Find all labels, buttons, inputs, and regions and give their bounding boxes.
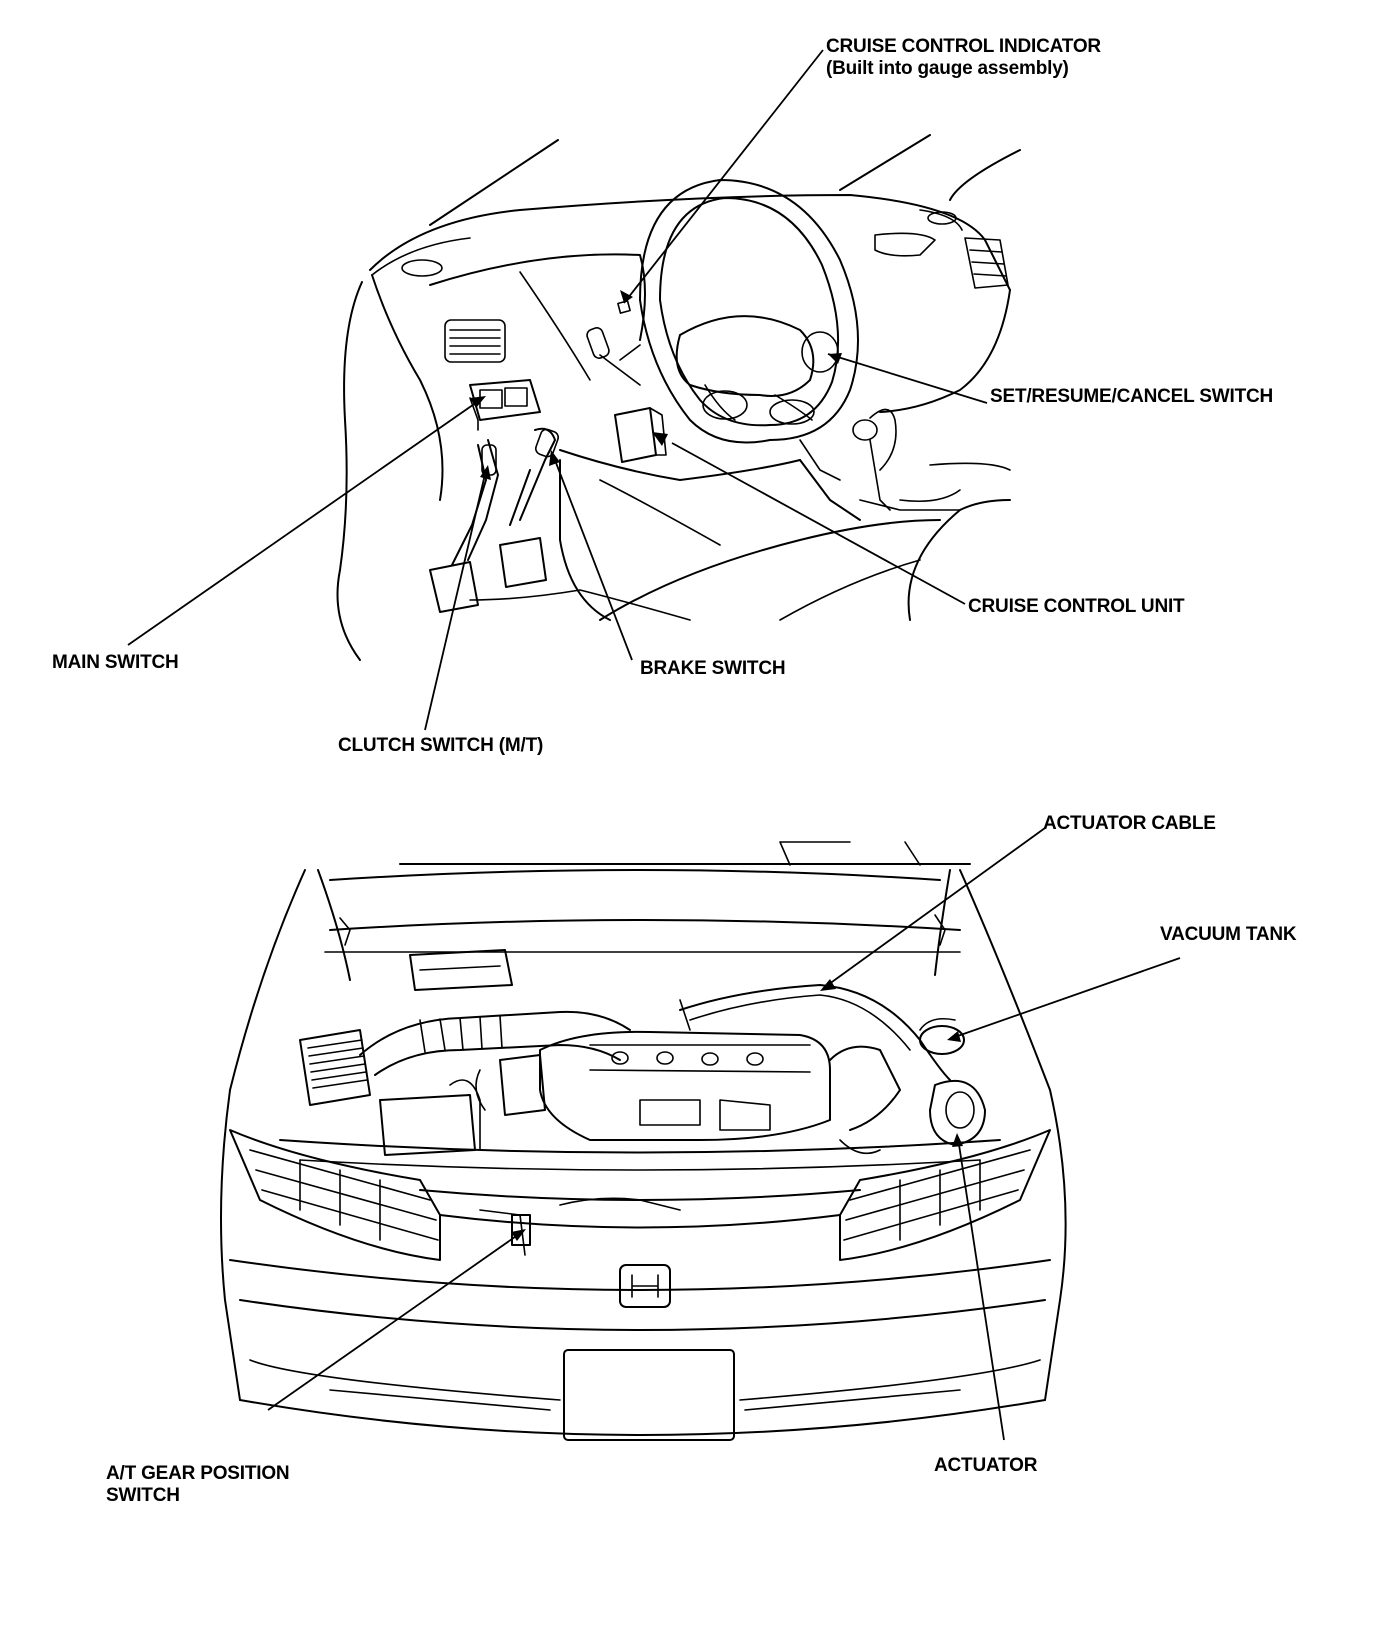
label-cruise-control-unit: CRUISE CONTROL UNIT (968, 596, 1185, 617)
label-at-gear-position-switch: A/T GEAR POSITION SWITCH (106, 1463, 290, 1507)
label-actuator-cable: ACTUATOR CABLE (1043, 813, 1216, 834)
label-set-resume-cancel-switch: SET/RESUME/CANCEL SWITCH (990, 386, 1274, 407)
label-cruise-control-indicator-note: (Built into gauge assembly) (826, 58, 1069, 79)
label-cruise-control-indicator: CRUISE CONTROL INDICATOR (Built into gau… (826, 36, 1101, 80)
label-clutch-switch: CLUTCH SWITCH (M/T) (338, 735, 544, 756)
label-at-gear-position-switch-line1: A/T GEAR POSITION (106, 1463, 290, 1484)
label-brake-switch: BRAKE SWITCH (640, 658, 786, 679)
interior-dashboard-drawing (336, 134, 1021, 661)
label-vacuum-tank: VACUUM TANK (1160, 924, 1297, 945)
leader-lines (127, 49, 1181, 1441)
label-main-switch: MAIN SWITCH (52, 652, 179, 673)
label-actuator: ACTUATOR (934, 1455, 1038, 1476)
engine-bay-drawing (220, 841, 1067, 1441)
label-cruise-control-indicator-title: CRUISE CONTROL INDICATOR (826, 36, 1101, 57)
label-at-gear-position-switch-line2: SWITCH (106, 1485, 180, 1506)
